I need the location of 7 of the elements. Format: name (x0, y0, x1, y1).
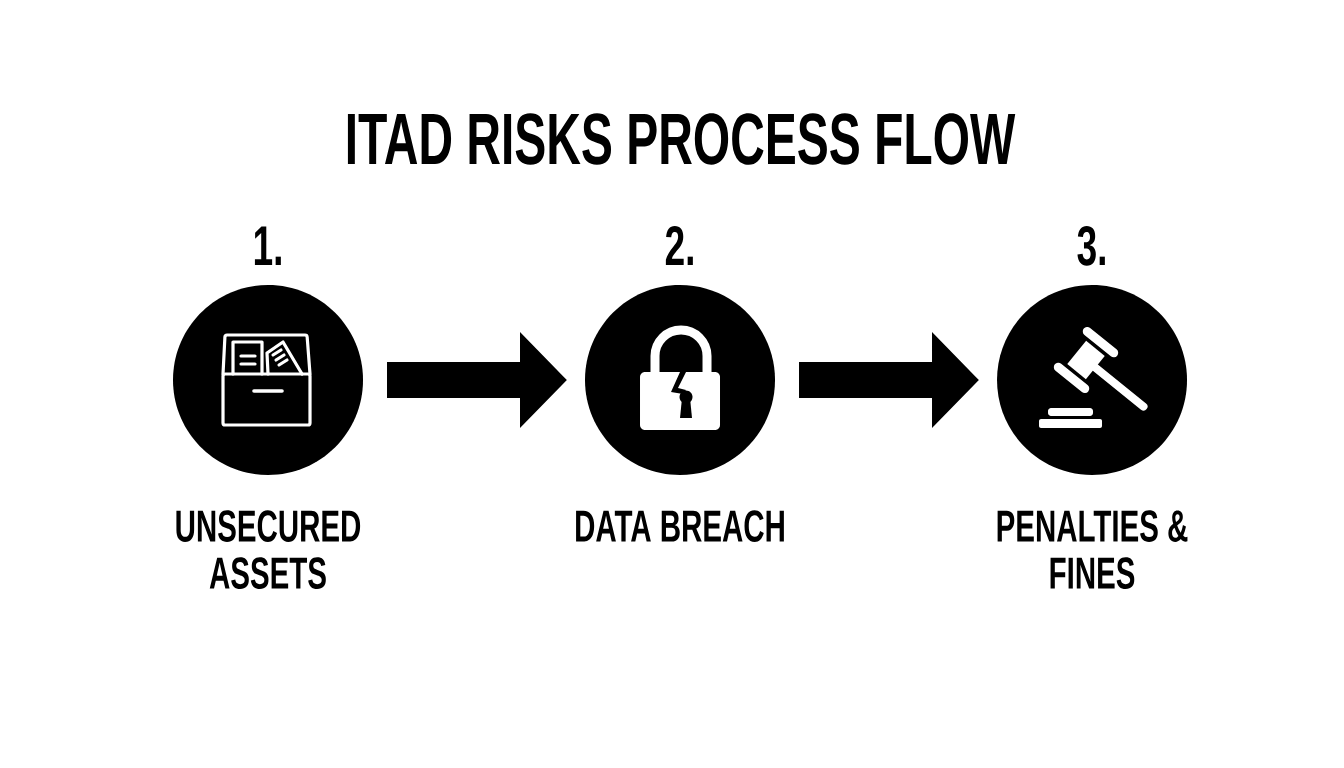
step-number: 2. (665, 225, 693, 265)
title: ITAD RISKS PROCESS FLOW (347, 113, 1016, 165)
step-label: DATA BREACH (576, 510, 784, 542)
step-label: PENALTIES & FINES (997, 510, 1188, 589)
step-number: 1. (254, 226, 281, 265)
step-number: 3. (1077, 225, 1105, 266)
step-label: UNSECURED ASSETS (176, 510, 361, 589)
